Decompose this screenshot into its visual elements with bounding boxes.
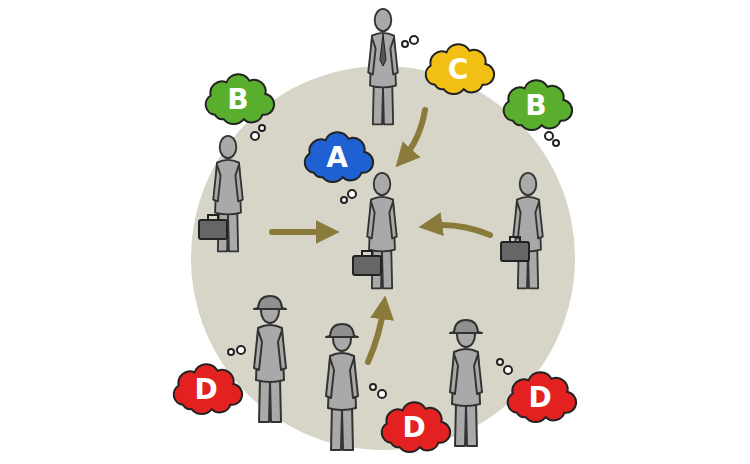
thought-cloud: D xyxy=(504,370,576,426)
cloud-letter: D xyxy=(528,384,551,412)
thought-cloud: A xyxy=(301,130,373,186)
thought-cloud: D xyxy=(170,362,242,418)
thought-cloud: B xyxy=(202,72,274,128)
cloud-letter: D xyxy=(402,414,425,442)
cloud-letter: B xyxy=(525,92,546,120)
thought-dots xyxy=(228,36,559,398)
cloud-letter: D xyxy=(194,376,217,404)
cloud-letter: B xyxy=(227,86,248,114)
people xyxy=(199,9,543,450)
cloud-letter: C xyxy=(448,56,469,84)
thought-cloud: C xyxy=(422,42,494,98)
cloud-letter: A xyxy=(326,144,348,172)
thought-cloud: D xyxy=(378,400,450,456)
thought-cloud: B xyxy=(500,78,572,134)
